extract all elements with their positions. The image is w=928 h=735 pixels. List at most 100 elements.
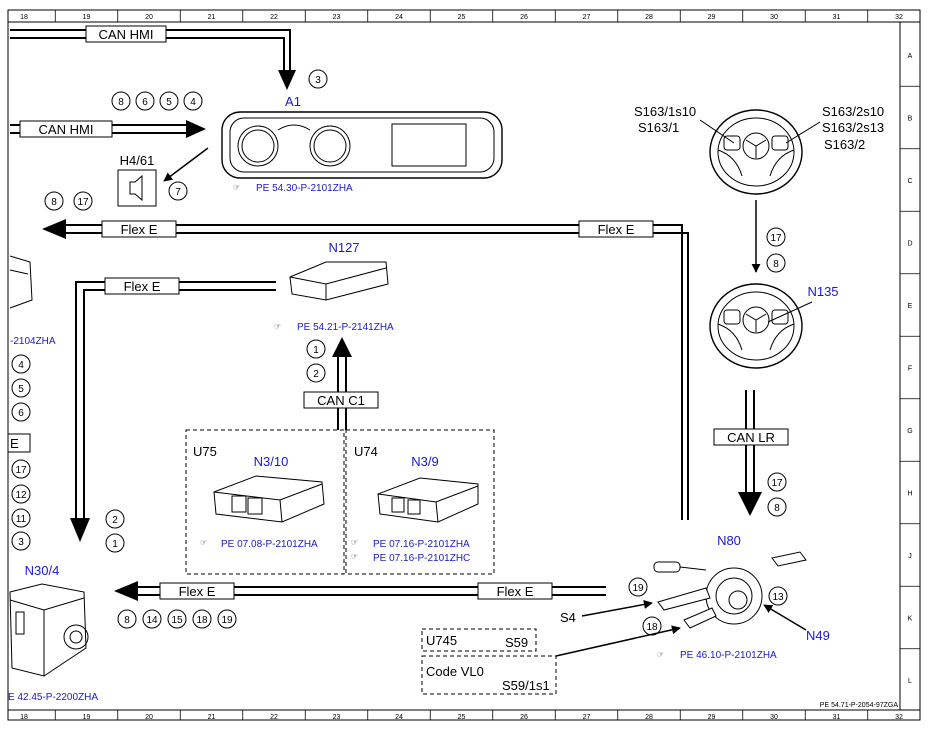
circle-h4: 7 xyxy=(168,181,188,201)
svg-text:1: 1 xyxy=(112,539,118,550)
flex-e-bottom-bus: Flex E Flex E xyxy=(114,581,606,601)
svg-text:☞: ☞ xyxy=(351,552,358,561)
n127-label: N127 xyxy=(328,240,359,255)
circles-n30-arrow: 2 1 xyxy=(105,509,125,553)
svg-text:S59/1s1: S59/1s1 xyxy=(502,678,550,693)
arrow-n49 xyxy=(763,604,807,631)
ruler-col-label: 20 xyxy=(145,714,153,721)
svg-text:14: 14 xyxy=(146,615,158,626)
svg-text:6: 6 xyxy=(142,97,148,108)
can-c1-bus: CAN C1 xyxy=(303,337,379,430)
svg-text:15: 15 xyxy=(171,615,183,626)
svg-text:17: 17 xyxy=(770,233,782,244)
ref-a1: ☞ PE 54.30-P-2101ZHA xyxy=(233,183,353,194)
ruler-col-label: 32 xyxy=(895,14,903,21)
svg-text:Code VL0: Code VL0 xyxy=(426,664,484,679)
arrow-s59 xyxy=(555,625,681,657)
ruler-col-label: 18 xyxy=(20,714,28,721)
svg-text:S59: S59 xyxy=(505,635,528,650)
ruler-col-label: 28 xyxy=(645,14,653,21)
svg-text:8: 8 xyxy=(774,503,780,514)
ref-left-partial: -2104ZHA xyxy=(10,336,56,347)
svg-text:5: 5 xyxy=(18,384,24,395)
svg-text:19: 19 xyxy=(221,615,233,626)
ruler-col-label: 23 xyxy=(333,14,341,21)
svg-text:☞: ☞ xyxy=(351,538,358,547)
ruler-row-label: J xyxy=(908,553,912,560)
ref-n30-4: E 42.45-P-2200ZHA xyxy=(8,692,98,703)
svg-text:☞: ☞ xyxy=(274,322,281,331)
ruler-row-label: K xyxy=(908,616,913,623)
a1-label: A1 xyxy=(285,94,301,109)
circles-flex-bottom: 8 14 15 18 19 xyxy=(117,609,237,629)
h4-61-label: H4/61 xyxy=(120,153,155,168)
ruler-row-label: F xyxy=(908,366,912,373)
speaker-icon xyxy=(117,169,157,207)
svg-text:U745: U745 xyxy=(426,633,457,648)
flex-e-top-bus: Flex E Flex E xyxy=(42,219,689,520)
svg-text:☞: ☞ xyxy=(200,538,207,547)
svg-text:1: 1 xyxy=(313,345,319,356)
ruler-col-label: 26 xyxy=(520,14,528,21)
n80-label: N80 xyxy=(717,533,741,548)
s4-label: S4 xyxy=(560,610,576,625)
circle-n49: 13 xyxy=(768,586,788,606)
leader-s163-1 xyxy=(699,119,735,144)
u745-box: U745 S59 Code VL0 S59/1s1 xyxy=(421,628,557,695)
circles-left-col: 4 5 6 xyxy=(11,354,31,422)
circles-can-c1: 1 2 xyxy=(306,339,326,383)
svg-text:PE 54.30-P-2101ZHA: PE 54.30-P-2101ZHA xyxy=(256,183,353,194)
svg-text:8: 8 xyxy=(51,197,57,208)
svg-text:☞: ☞ xyxy=(233,183,240,192)
ruler-col-label: 19 xyxy=(83,714,91,721)
s163-2s13-label: S163/2s13 xyxy=(822,120,884,135)
svg-text:18: 18 xyxy=(196,615,208,626)
svg-text:Flex E: Flex E xyxy=(179,584,216,599)
ruler-col-label: 28 xyxy=(645,714,653,721)
can-hmi-top-bus: CAN HMI xyxy=(10,25,296,90)
steering-wheel-icon-n135 xyxy=(709,283,803,369)
ruler-col-label: 23 xyxy=(333,714,341,721)
n30-4-label: N30/4 xyxy=(25,563,60,578)
ruler-row-label: G xyxy=(907,428,912,435)
ruler-row-label: A xyxy=(908,53,913,60)
circles-can-hmi: 8 6 5 4 xyxy=(111,91,203,111)
n49-label: N49 xyxy=(806,628,830,643)
ref-n80: ☞ PE 46.10-P-2101ZHA xyxy=(657,650,777,661)
svg-text:3: 3 xyxy=(18,537,24,548)
abs-unit-n30-4 xyxy=(9,583,89,677)
svg-text:17: 17 xyxy=(77,197,89,208)
svg-text:11: 11 xyxy=(16,514,27,525)
ruler-col-label: 22 xyxy=(270,14,278,21)
svg-text:☞: ☞ xyxy=(657,650,664,659)
ruler-col-label: 20 xyxy=(145,14,153,21)
svg-text:12: 12 xyxy=(15,490,27,501)
svg-text:PE 07.16-P-2101ZHA: PE 07.16-P-2101ZHA xyxy=(373,539,470,550)
svg-text:17: 17 xyxy=(15,465,27,476)
ruler-col-label: 25 xyxy=(458,14,466,21)
ruler-col-label: 26 xyxy=(520,714,528,721)
footer-ref: PE 54.71-P-2054-97ZGA xyxy=(820,702,899,709)
svg-text:Flex E: Flex E xyxy=(124,279,161,294)
can-lr-bus: CAN LR xyxy=(713,390,789,516)
ruler-col-label: 27 xyxy=(583,14,591,21)
svg-text:19: 19 xyxy=(632,583,644,594)
svg-text:Flex E: Flex E xyxy=(121,222,158,237)
ruler-col-label: 22 xyxy=(270,714,278,721)
svg-text:Flex E: Flex E xyxy=(497,584,534,599)
svg-text:5: 5 xyxy=(166,97,172,108)
svg-text:8: 8 xyxy=(118,97,124,108)
can-hmi-mid-label: CAN HMI xyxy=(39,122,94,137)
svg-text:3: 3 xyxy=(315,75,321,86)
s163-1-label: S163/1 xyxy=(638,120,679,135)
svg-text:Flex E: Flex E xyxy=(598,222,635,237)
s163-2-label: S163/2 xyxy=(824,137,865,152)
u74-box: U74 N3/9 ☞ PE 07.16-P-2101ZHA ☞ PE 07.16… xyxy=(345,429,495,575)
svg-text:2: 2 xyxy=(313,369,319,380)
svg-text:CAN LR: CAN LR xyxy=(727,430,775,445)
leader-s163-2 xyxy=(785,121,821,144)
circle-s4: 19 xyxy=(628,577,648,597)
svg-text:4: 4 xyxy=(18,360,24,371)
